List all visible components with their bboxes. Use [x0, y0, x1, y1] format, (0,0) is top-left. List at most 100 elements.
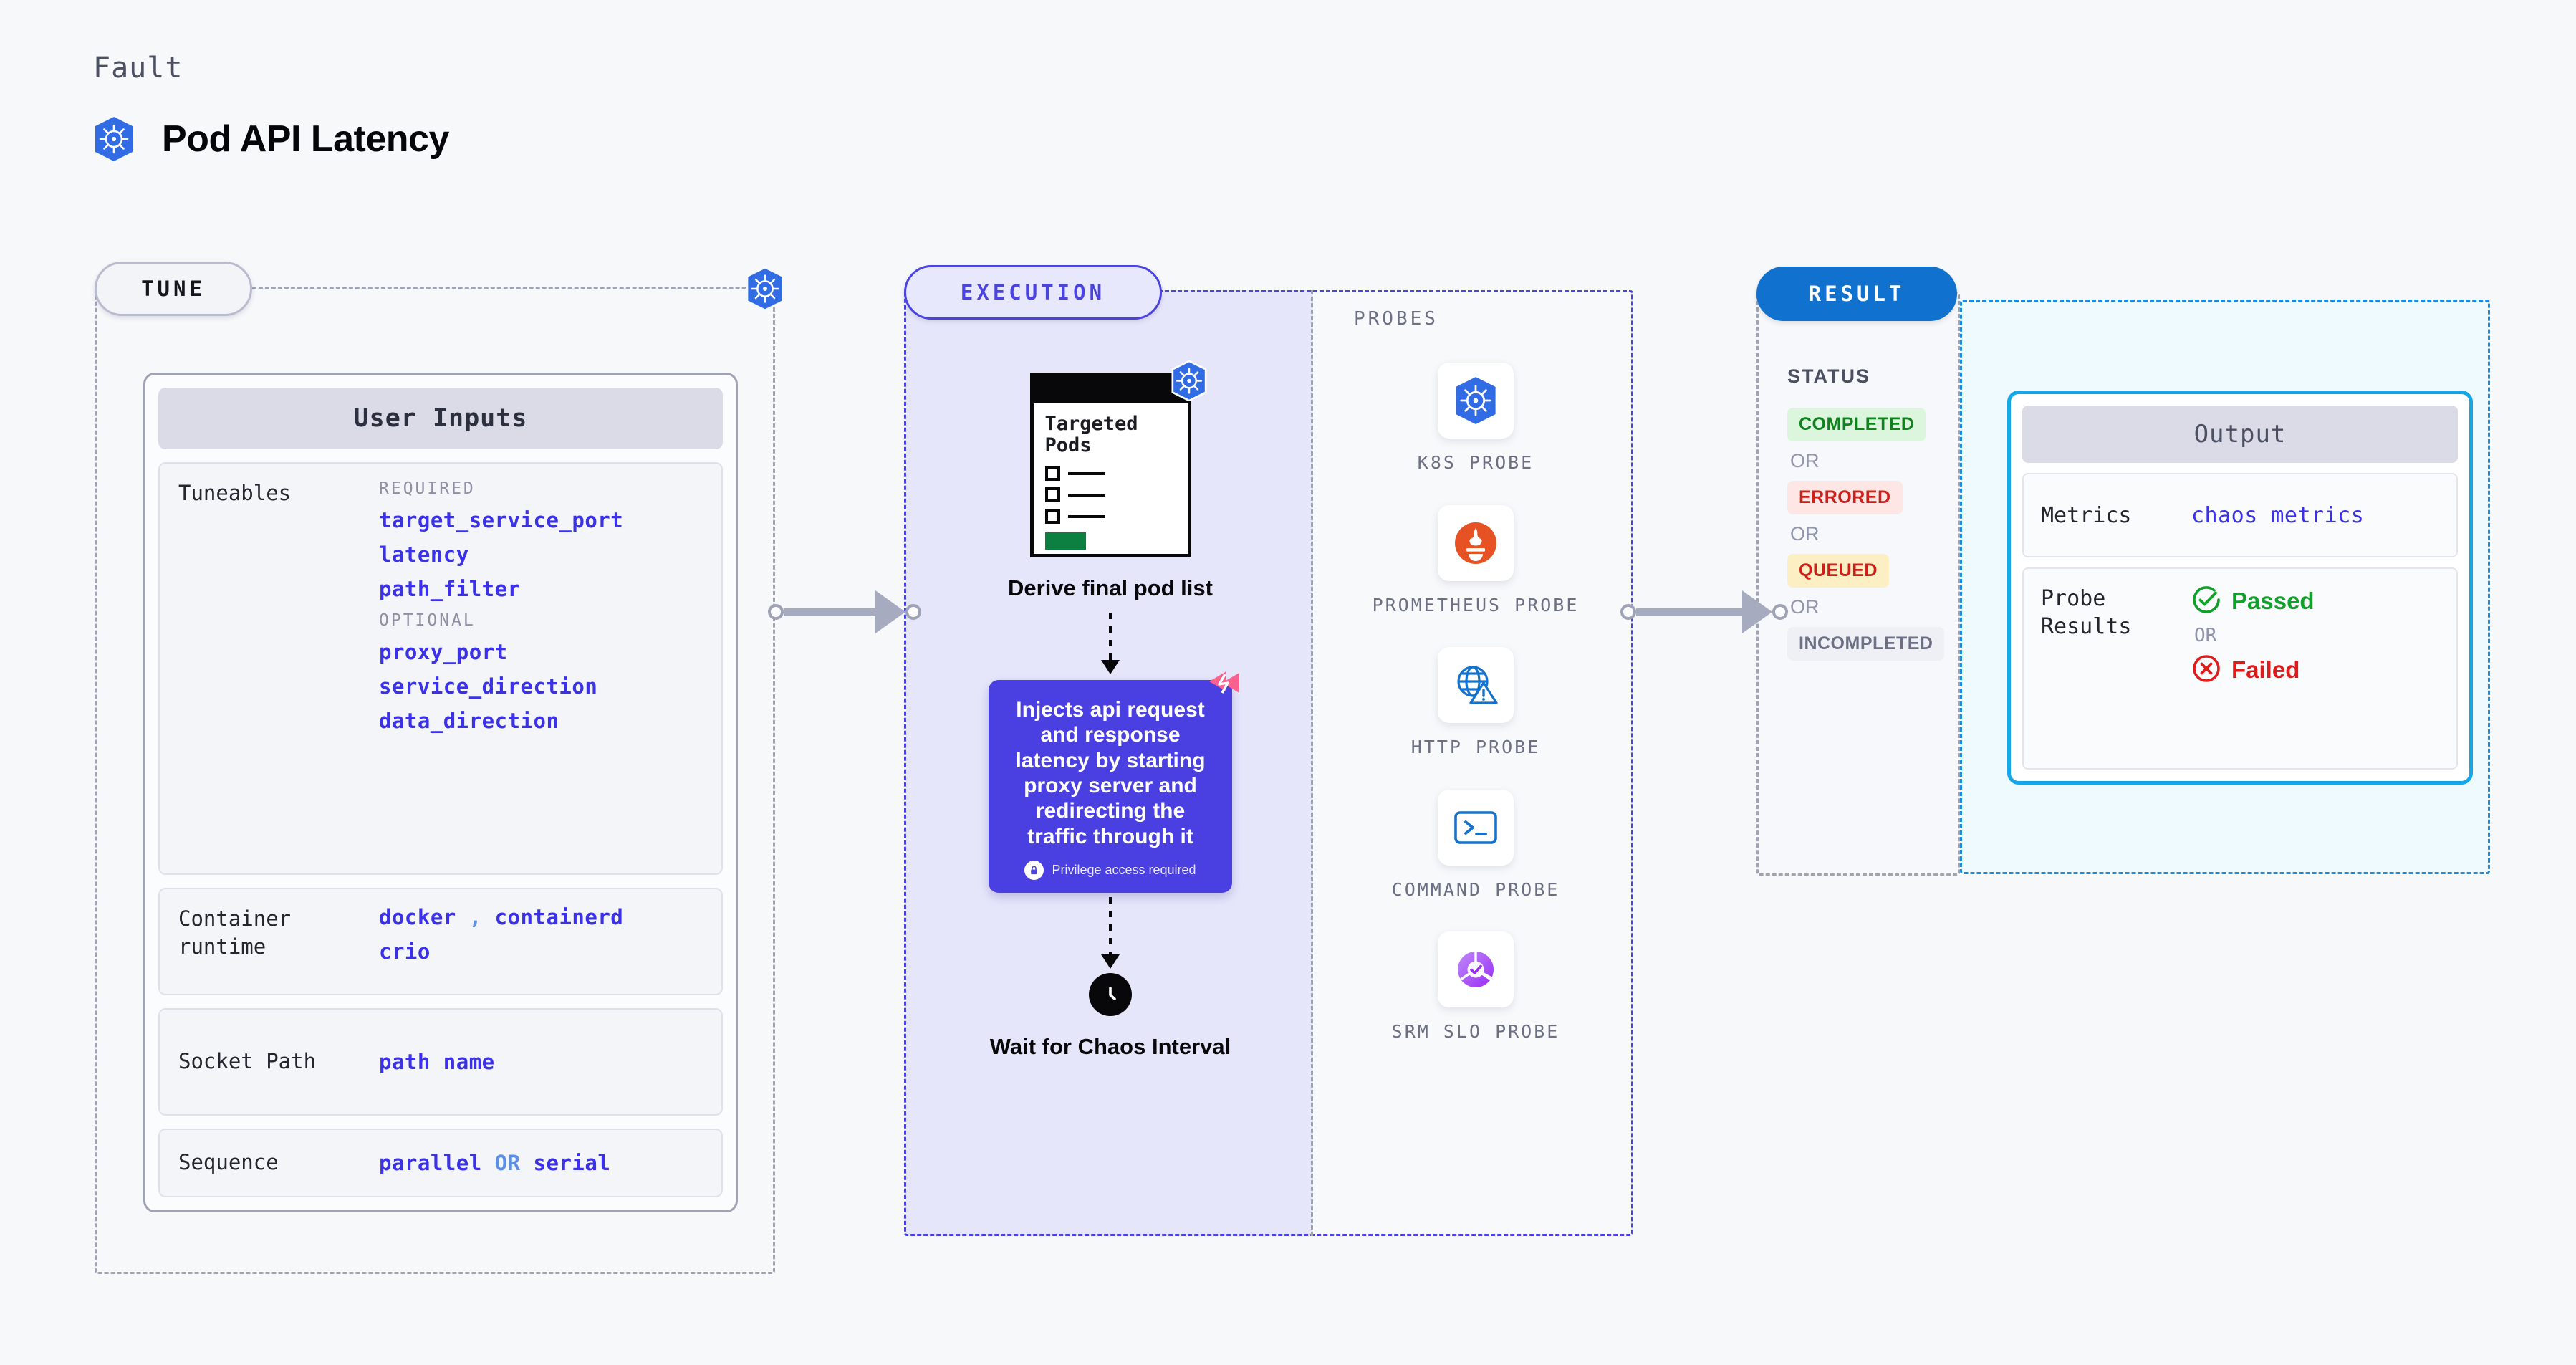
- pods-checkbox-list: [1044, 466, 1176, 525]
- probe-result-failed: Failed: [2191, 653, 2315, 686]
- tuneable-data-direction[interactable]: data_direction: [379, 709, 559, 733]
- connector-start-dot: [1620, 604, 1636, 620]
- connector-arrow-icon: [1742, 590, 1772, 633]
- status-badge-errored: ERRORED: [1787, 481, 1903, 514]
- list-item: [1044, 466, 1176, 482]
- probes-title: PROBES: [1354, 308, 1438, 330]
- section-pill-tune[interactable]: TUNE: [95, 262, 252, 316]
- output-card: Output Metrics chaos metrics Probe Resul…: [2007, 391, 2473, 785]
- output-title: Output: [2022, 406, 2458, 463]
- probe-list: K8S PROBE PROMETHEUS PROBE: [1332, 363, 1619, 1044]
- kubernetes-icon: [93, 116, 135, 162]
- runtime-containerd[interactable]: containerd: [494, 905, 624, 929]
- socket-path-row: Socket Path path name: [158, 1008, 723, 1116]
- container-runtime-row: Container runtime docker , containerd cr…: [158, 888, 723, 995]
- status-badge-completed: COMPLETED: [1787, 408, 1926, 441]
- list-item: [1044, 509, 1176, 525]
- socket-path-value[interactable]: path name: [379, 1050, 495, 1074]
- user-inputs-title: User Inputs: [158, 388, 723, 449]
- sequence-label: Sequence: [178, 1150, 279, 1175]
- runtime-separator: ,: [468, 905, 482, 929]
- page-title-row: Pod API Latency: [93, 116, 449, 162]
- connector-end-dot: [1772, 604, 1788, 620]
- tuneable-target-service-port[interactable]: target_service_port: [379, 508, 624, 532]
- probe-results-row: Probe Results Passed OR: [2022, 567, 2458, 770]
- page-eyebrow: Fault: [93, 52, 183, 85]
- passed-label: Passed: [2231, 588, 2315, 614]
- status-column: STATUS COMPLETED OR ERRORED OR QUEUED OR…: [1787, 365, 1959, 661]
- privilege-note: Privilege access required: [1004, 861, 1216, 881]
- status-list: COMPLETED OR ERRORED OR QUEUED OR INCOMP…: [1787, 408, 1959, 661]
- tuneables-label: Tuneables: [178, 481, 292, 505]
- clock-icon: [1089, 973, 1132, 1017]
- probe-label: COMMAND PROBE: [1391, 878, 1560, 900]
- tuneable-proxy-port[interactable]: proxy_port: [379, 640, 508, 664]
- chaos-logo-icon: [1206, 669, 1242, 704]
- metrics-value[interactable]: chaos metrics: [2191, 502, 2365, 528]
- targeted-pods-card: Targeted Pods: [1029, 360, 1206, 557]
- connector-execution-to-result: [1620, 590, 1788, 633]
- status-title: STATUS: [1787, 365, 1870, 387]
- status-badge-queued: QUEUED: [1787, 554, 1889, 588]
- runtime-crio[interactable]: crio: [379, 939, 431, 964]
- connector-line: [1636, 608, 1744, 616]
- http-globe-warning-icon: [1438, 647, 1514, 723]
- lock-icon: [1024, 861, 1044, 881]
- optional-heading: OPTIONAL: [379, 611, 476, 630]
- probe-item-k8s[interactable]: K8S PROBE: [1368, 363, 1583, 475]
- srm-slo-icon: [1438, 931, 1514, 1007]
- tuneables-values: REQUIRED target_service_port latency pat…: [379, 479, 623, 858]
- probe-label: SRM SLO PROBE: [1391, 1021, 1560, 1042]
- kubernetes-icon: [1438, 363, 1514, 439]
- checkbox-icon: [1044, 487, 1060, 503]
- checkbox-icon: [1044, 509, 1060, 525]
- tuneables-row: Tuneables REQUIRED target_service_port l…: [158, 462, 723, 875]
- probe-label: HTTP PROBE: [1410, 737, 1541, 757]
- kubernetes-icon: [1171, 360, 1208, 404]
- sequence-row: Sequence parallel OR serial: [158, 1129, 723, 1197]
- page-title: Pod API Latency: [162, 118, 449, 160]
- probe-results-values: Passed OR Failed: [2191, 585, 2315, 752]
- failed-label: Failed: [2231, 656, 2300, 683]
- sequence-parallel[interactable]: parallel: [379, 1151, 482, 1175]
- check-circle-icon: [2191, 585, 2221, 618]
- tuneable-path-filter[interactable]: path_filter: [379, 577, 521, 601]
- connector-end-dot: [905, 604, 921, 620]
- execution-flow-column: Targeted Pods: [931, 360, 1289, 1061]
- card-body: Targeted Pods: [1034, 403, 1188, 557]
- flow-connector-line: [1109, 897, 1112, 955]
- probe-item-srm-slo[interactable]: SRM SLO PROBE: [1368, 931, 1583, 1044]
- flow-connector-line: [1109, 612, 1112, 660]
- tuneable-service-direction[interactable]: service_direction: [379, 674, 598, 699]
- checkbox-icon: [1044, 466, 1060, 482]
- tuneable-latency[interactable]: latency: [379, 542, 469, 567]
- flow-arrow-icon: [1101, 659, 1120, 674]
- probes-column: PROBES K8S PROBE: [1332, 308, 1619, 1044]
- probe-label: K8S PROBE: [1417, 452, 1534, 473]
- container-runtime-label: Container runtime: [178, 906, 292, 959]
- probe-item-http[interactable]: HTTP PROBE: [1368, 647, 1583, 760]
- line-placeholder: [1067, 493, 1105, 497]
- required-heading: REQUIRED: [379, 479, 476, 498]
- sequence-serial[interactable]: serial: [533, 1151, 611, 1175]
- tune-region: [95, 287, 775, 1274]
- probe-result-passed: Passed: [2191, 585, 2315, 618]
- x-circle-icon: [2191, 653, 2221, 686]
- runtime-docker[interactable]: docker: [379, 905, 456, 929]
- status-or-label: OR: [1790, 450, 1820, 471]
- execution-probes-divider: [1311, 290, 1313, 1236]
- probe-item-command[interactable]: COMMAND PROBE: [1368, 789, 1583, 902]
- privilege-note-text: Privilege access required: [1052, 863, 1196, 878]
- status-or-label: OR: [1790, 523, 1820, 545]
- section-pill-result[interactable]: RESULT: [1756, 267, 1957, 321]
- connector-tune-to-execution: [768, 590, 921, 633]
- status-or-label: OR: [1790, 596, 1820, 618]
- connector-line: [784, 608, 877, 616]
- kubernetes-icon: [745, 266, 785, 314]
- connector-arrow-icon: [875, 590, 905, 633]
- probe-item-prometheus[interactable]: PROMETHEUS PROBE: [1368, 504, 1583, 618]
- line-placeholder: [1067, 471, 1105, 475]
- green-status-bar: [1044, 532, 1086, 550]
- section-pill-execution[interactable]: EXECUTION: [904, 265, 1162, 320]
- metrics-label: Metrics: [2041, 502, 2132, 528]
